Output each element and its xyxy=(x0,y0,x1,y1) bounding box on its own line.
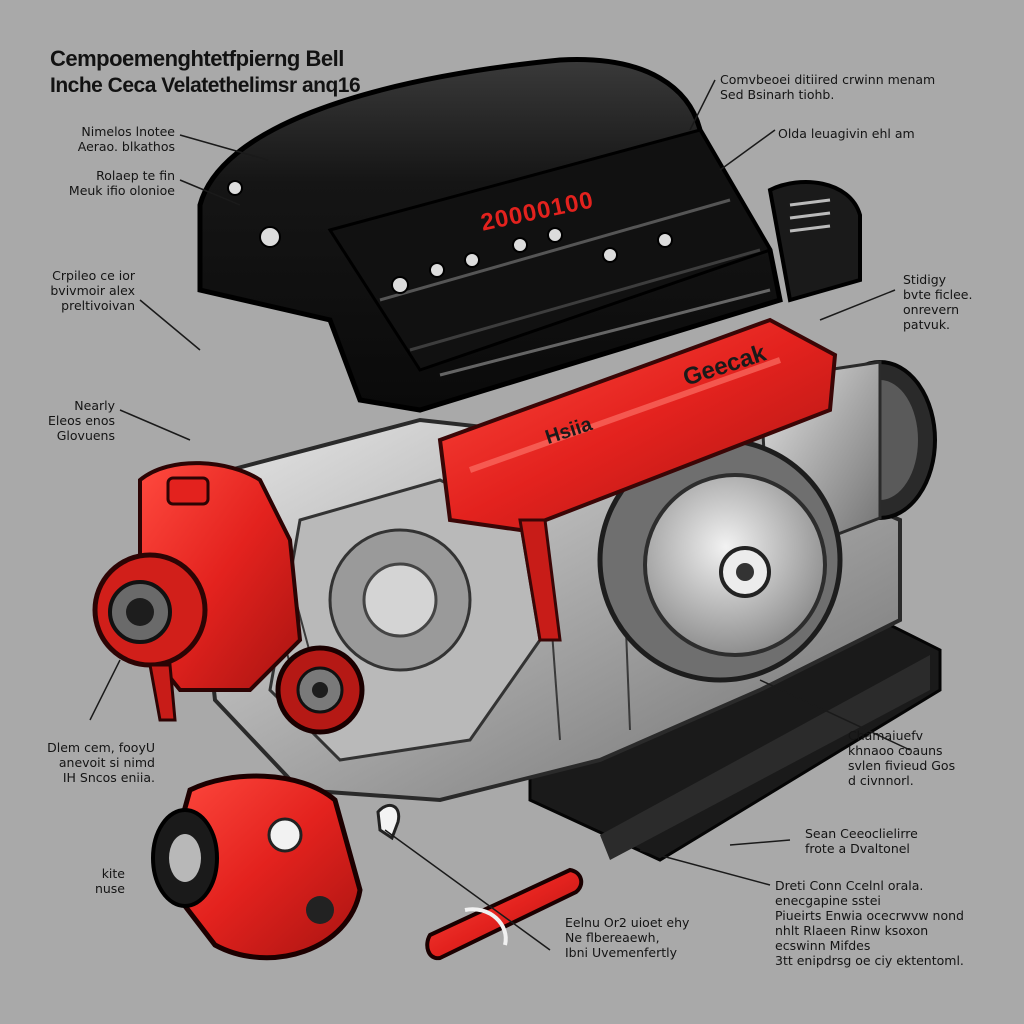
callout-label: Crpileo ce ior bvivmoir alex preltivoiva… xyxy=(50,268,135,313)
front-pulley xyxy=(597,437,843,683)
callout-leader-lines xyxy=(89,79,911,951)
callout-label: Stidigy bvte ficlee. onrevern patvuk. xyxy=(903,272,973,332)
red-canister-part xyxy=(151,773,363,961)
red-rod-part xyxy=(425,867,584,961)
diagram-title-line-2: Inche Ceca Velatethelimsr anq16 xyxy=(50,74,361,97)
callout-label: Dlem cem, fooyU anevoit si nimd IH Sncos… xyxy=(47,740,155,785)
red-intake-manifold xyxy=(437,317,838,642)
callout-label: Eelnu Or2 uioet ehy Ne flbereaewh, Ibni … xyxy=(565,915,690,960)
callout-label: Nimelos lnotee Aerao. blkathos xyxy=(77,124,175,154)
valve-cover xyxy=(197,57,862,413)
diagram-title-line-1: Cempoemenghtetfpierng Bell xyxy=(50,46,344,71)
callout-label: Olda leuagivin ehl am xyxy=(778,126,915,141)
callout-label: Nearly Eleos enos Glovuens xyxy=(48,398,115,443)
red-turbocharger xyxy=(92,461,365,735)
callout-label: Chamaiuefv khnaoo coauns svlen fivieud G… xyxy=(848,728,956,788)
callout-label: Dreti Conn Ccelnl orala. enecgapine sste… xyxy=(775,878,964,968)
callout-label: Sean Ceeoclielirre frote a Dvaltonel xyxy=(805,826,918,856)
callout-label: Comvbeoei ditiired crwinn menam Sed Bsin… xyxy=(720,72,936,102)
callout-label: Rolaep te fin Meuk ifio olonioe xyxy=(68,168,175,198)
callout-label: kite nuse xyxy=(94,866,125,896)
